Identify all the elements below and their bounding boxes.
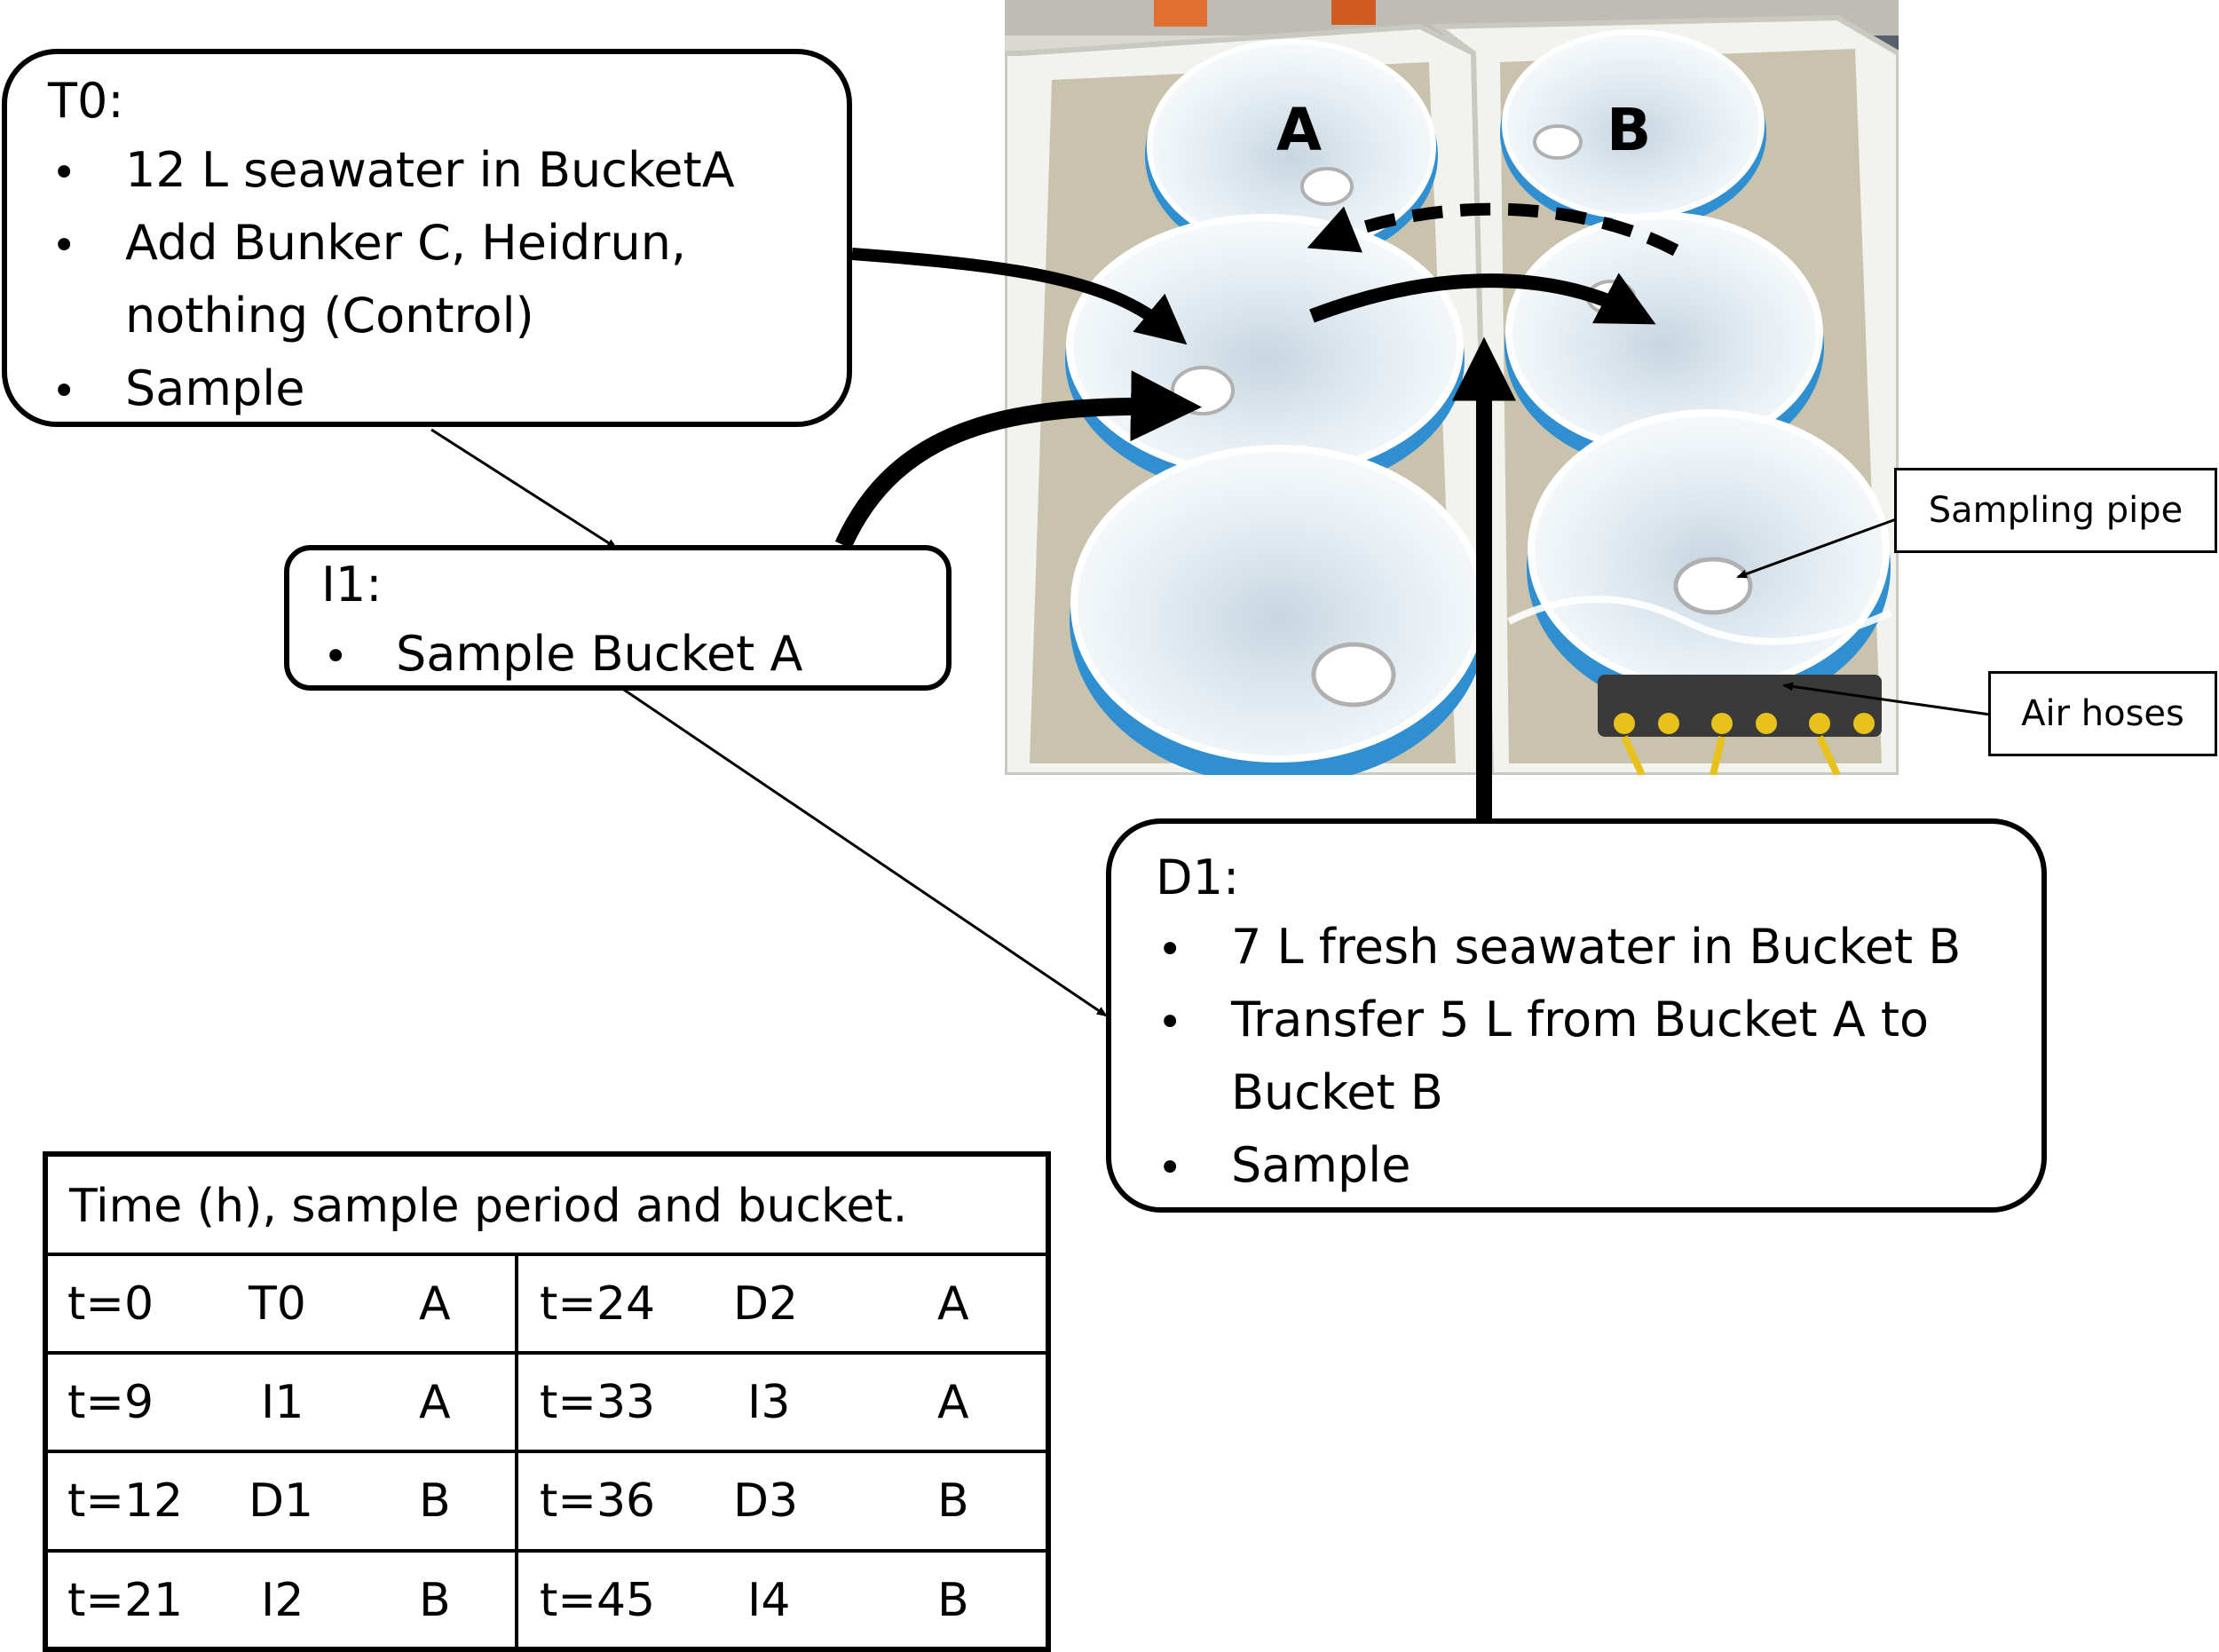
- air-hoses-callout: Air hoses: [1988, 671, 2217, 756]
- bullet-dot: •: [1157, 925, 1183, 975]
- table-cell: B: [937, 1574, 969, 1627]
- bullet-dot: •: [1157, 1143, 1183, 1193]
- table-cell: B: [419, 1574, 451, 1627]
- table-cell: A: [937, 1376, 969, 1429]
- table-cell: t=36: [540, 1474, 656, 1528]
- table-divider: [48, 1549, 1046, 1553]
- bullet-dot: •: [51, 221, 77, 271]
- d1-item-4: Sample: [1231, 1137, 1411, 1193]
- table-cell: I4: [747, 1574, 791, 1627]
- schedule-table: Time (h), sample period and bucket. t=0 …: [43, 1151, 1051, 1652]
- pointer-air-hoses: [1782, 682, 1991, 716]
- table-cell: t=9: [67, 1376, 154, 1429]
- schedule-table-caption: Time (h), sample period and bucket.: [69, 1180, 908, 1233]
- sampling-pipe-callout: Sampling pipe: [1894, 468, 2217, 553]
- bucket-b-label: B: [1607, 96, 1652, 164]
- table-cell: t=24: [540, 1277, 656, 1331]
- i1-title: I1:: [321, 557, 383, 613]
- arrow-t0-to-bucket-a: [851, 248, 1188, 345]
- table-cell: T0: [249, 1277, 306, 1331]
- t0-item-1: 12 L seawater in BucketA: [125, 142, 735, 198]
- table-cell: B: [937, 1474, 969, 1528]
- d1-item-1: 7 L fresh seawater in Bucket B: [1231, 919, 1962, 975]
- bullet-dot: •: [51, 367, 77, 416]
- bucket-a-label: A: [1276, 96, 1323, 164]
- table-cell: t=33: [540, 1376, 656, 1429]
- t0-item-3: nothing (Control): [125, 288, 534, 344]
- t0-item-4: Sample: [125, 360, 305, 416]
- table-divider: [48, 1351, 1046, 1355]
- table-cell: A: [419, 1376, 451, 1429]
- d1-item-3: Bucket B: [1231, 1064, 1443, 1120]
- table-divider: [48, 1450, 1046, 1453]
- connector-t0-to-i1: [430, 428, 618, 549]
- table-divider: [48, 1253, 1046, 1256]
- table-cell: A: [937, 1277, 969, 1331]
- arrow-dashed-b-to-a: [1307, 202, 1679, 257]
- arrow-i1-to-bucket: [834, 370, 1202, 549]
- table-cell: D1: [249, 1474, 314, 1528]
- table-cell: I3: [747, 1376, 791, 1429]
- table-cell: I1: [261, 1376, 304, 1429]
- t0-item-2: Add Bunker C, Heidrun,: [125, 215, 687, 271]
- pointer-sampling-pipe: [1736, 518, 1897, 579]
- d1-title: D1:: [1156, 850, 1240, 905]
- table-cell: t=45: [540, 1574, 656, 1627]
- bullet-dot: •: [1157, 998, 1183, 1047]
- bullet-dot: •: [323, 632, 349, 682]
- t0-title: T0:: [48, 73, 124, 129]
- table-column-divider: [515, 1253, 518, 1647]
- connector-i1-to-d1: [620, 686, 1108, 1017]
- bullet-dot: •: [51, 148, 77, 198]
- t0-box: T0: • 12 L seawater in BucketA • Add Bun…: [2, 49, 852, 427]
- i1-box: I1: • Sample Bucket A: [284, 545, 952, 691]
- arrow-transfer-a-to-b: [1309, 273, 1656, 325]
- i1-item-1: Sample Bucket A: [396, 626, 803, 682]
- table-cell: B: [419, 1474, 451, 1528]
- table-cell: t=12: [67, 1474, 184, 1528]
- table-cell: I2: [261, 1574, 304, 1627]
- table-cell: A: [419, 1277, 451, 1331]
- table-cell: t=0: [67, 1277, 154, 1331]
- table-cell: D3: [733, 1474, 799, 1528]
- table-cell: t=21: [67, 1574, 184, 1627]
- d1-item-2: Transfer 5 L from Bucket A to: [1231, 992, 1930, 1047]
- d1-box: D1: • 7 L fresh seawater in Bucket B • T…: [1106, 818, 2047, 1213]
- table-cell: D2: [733, 1277, 799, 1331]
